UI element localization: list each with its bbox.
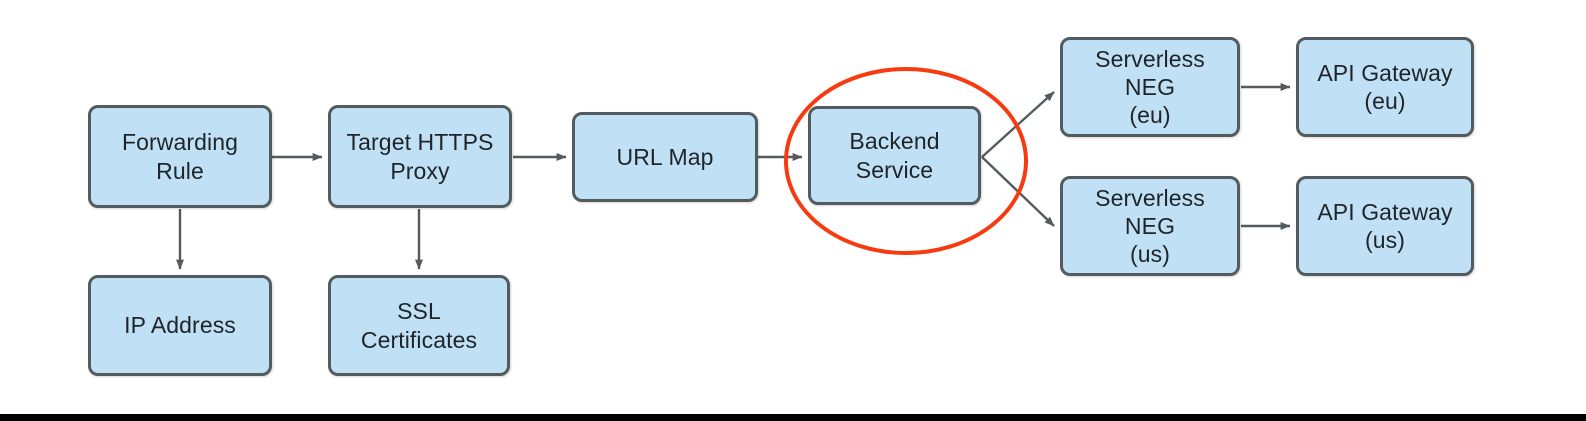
node-api-gateway-eu-label: API Gateway (eu) <box>1317 59 1453 114</box>
node-ip-address-label: IP Address <box>124 312 236 339</box>
node-serverless-neg-eu-label: Serverless NEG (eu) <box>1095 45 1205 129</box>
edge-backend-service-to-serverless-neg-eu <box>981 91 1055 158</box>
node-serverless-neg-us[interactable]: Serverless NEG (us) <box>1060 176 1240 276</box>
node-api-gateway-us-label: API Gateway (us) <box>1317 198 1453 253</box>
node-api-gateway-us[interactable]: API Gateway (us) <box>1296 176 1474 276</box>
node-forwarding-rule[interactable]: Forwarding Rule <box>88 105 272 208</box>
node-api-gateway-eu[interactable]: API Gateway (eu) <box>1296 37 1474 137</box>
node-backend-service[interactable]: Backend Service <box>808 106 981 205</box>
node-ssl-certificates[interactable]: SSL Certificates <box>328 275 510 376</box>
node-serverless-neg-eu[interactable]: Serverless NEG (eu) <box>1060 37 1240 137</box>
edge-backend-service-to-serverless-neg-us <box>981 156 1055 227</box>
node-target-https-proxy[interactable]: Target HTTPS Proxy <box>328 105 512 208</box>
bottom-bar <box>0 414 1586 421</box>
node-url-map[interactable]: URL Map <box>572 112 758 202</box>
node-forwarding-rule-label: Forwarding Rule <box>121 129 239 184</box>
node-ssl-certificates-label: SSL Certificates <box>360 298 478 353</box>
node-ip-address[interactable]: IP Address <box>88 275 272 376</box>
node-target-https-proxy-label: Target HTTPS Proxy <box>346 129 494 184</box>
node-url-map-label: URL Map <box>616 143 714 170</box>
node-backend-service-label: Backend Service <box>849 128 940 183</box>
node-serverless-neg-us-label: Serverless NEG (us) <box>1095 184 1205 268</box>
